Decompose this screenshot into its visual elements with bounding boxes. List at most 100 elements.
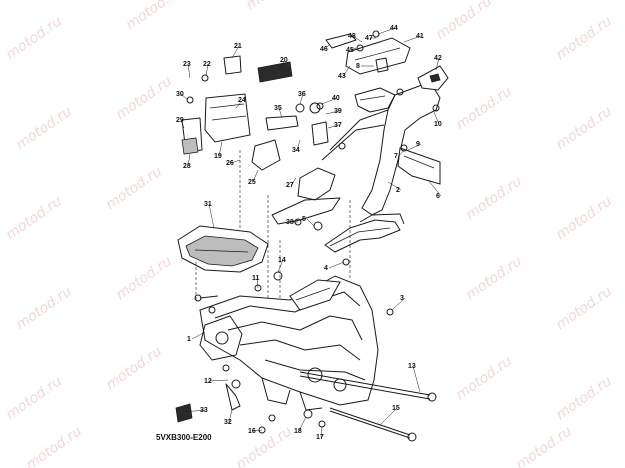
- callout-31: 31: [204, 201, 212, 208]
- watermark-text: motod.ru: [113, 253, 175, 303]
- callout-36: 36: [298, 91, 306, 98]
- callout-42: 42: [434, 55, 442, 62]
- callout-24: 24: [238, 97, 246, 104]
- rear-fender-plate[interactable]: [397, 147, 441, 185]
- callout-7: 7: [394, 153, 398, 160]
- leader-line-14: [277, 259, 284, 273]
- leader-line-15: [379, 407, 398, 426]
- callout-11: 11: [252, 275, 260, 282]
- callout-15: 15: [392, 405, 400, 412]
- watermark-text: motod.ru: [453, 353, 515, 403]
- through-bolts[interactable]: [299, 371, 437, 442]
- leader-line-9: [407, 143, 422, 151]
- main-frame[interactable]: [199, 275, 379, 411]
- callout-37: 37: [334, 122, 342, 129]
- assembly-guides: [195, 150, 351, 300]
- callout-28: 28: [183, 163, 191, 170]
- fasteners[interactable]: [175, 30, 440, 434]
- callout-17: 17: [316, 434, 324, 441]
- callout-34: 34: [292, 147, 300, 154]
- callout-39: 39: [334, 108, 342, 115]
- leader-line-41: [403, 35, 422, 43]
- callout-16: 16: [248, 428, 256, 435]
- leader-line-4: [328, 261, 345, 269]
- watermark-text: motod.ru: [3, 193, 65, 243]
- leader-line-48: [352, 35, 363, 43]
- leader-line-12: [208, 379, 229, 382]
- watermark-layer: motod.ru motod.ru motod.ru motod.ru motod.ru…: [3, 0, 615, 468]
- callout-29: 29: [176, 117, 184, 124]
- callout-13: 13: [408, 363, 416, 370]
- callout-41: 41: [416, 33, 424, 40]
- callout-22: 22: [203, 61, 211, 68]
- watermark-text: motod.ru: [463, 173, 525, 223]
- watermark-text: motod.ru: [513, 423, 575, 468]
- callout-46: 46: [320, 46, 328, 53]
- callout-14: 14: [278, 257, 286, 264]
- callout-8: 8: [356, 63, 360, 70]
- callout-21: 21: [234, 43, 242, 50]
- leader-lines: [180, 27, 442, 438]
- watermark-text: motod.ru: [123, 0, 185, 33]
- callout-33: 33: [200, 407, 208, 414]
- callout-23: 23: [183, 61, 191, 68]
- leader-line-10: [433, 111, 440, 125]
- electrical-bracket[interactable]: [181, 55, 329, 171]
- watermark-text: motod.ru: [453, 83, 515, 133]
- leader-line-7: [398, 149, 405, 157]
- watermark-text: motod.ru: [13, 283, 75, 333]
- callout-32: 32: [224, 419, 232, 426]
- watermark-text: motod.ru: [463, 253, 525, 303]
- callout-labels: 1234567891011121314151617181920212223242…: [176, 25, 442, 441]
- leader-line-18: [298, 416, 307, 432]
- leader-line-5: [306, 218, 315, 227]
- watermark-text: motod.ru: [103, 343, 165, 393]
- leader-line-16: [252, 429, 263, 432]
- callout-3: 3: [400, 295, 404, 302]
- leader-line-39: [325, 110, 340, 115]
- leader-line-13: [412, 365, 421, 393]
- watermark-text: motod.ru: [433, 0, 495, 43]
- leader-line-11: [256, 277, 259, 289]
- watermark-text: motod.ru: [553, 193, 615, 243]
- leader-line-28: [187, 153, 191, 167]
- callout-18: 18: [294, 428, 302, 435]
- callout-26: 26: [226, 160, 234, 167]
- watermark-text: motod.ru: [23, 423, 85, 468]
- callout-44: 44: [390, 25, 398, 32]
- watermark-text: motod.ru: [243, 0, 305, 13]
- leader-line-36: [299, 93, 304, 105]
- leader-line-3: [391, 297, 406, 311]
- leader-line-25: [252, 169, 259, 183]
- callout-45: 45: [346, 47, 354, 54]
- leader-line-17: [320, 426, 323, 438]
- watermark-text: motod.ru: [553, 13, 615, 63]
- leader-line-26: [230, 159, 241, 164]
- rear-subframe[interactable]: [271, 81, 441, 253]
- under-cover[interactable]: [177, 225, 269, 273]
- callout-38: 38: [286, 219, 294, 226]
- callout-19: 19: [214, 153, 222, 160]
- callout-12: 12: [204, 378, 212, 385]
- leader-line-31: [208, 203, 215, 229]
- leader-line-27: [290, 177, 297, 186]
- watermark-text: motod.ru: [103, 163, 165, 213]
- callout-2: 2: [396, 187, 400, 194]
- leader-line-46: [324, 43, 331, 50]
- callout-40: 40: [332, 95, 340, 102]
- callout-43: 43: [338, 73, 346, 80]
- leader-line-35: [278, 107, 283, 119]
- seat-bracket[interactable]: [325, 33, 449, 91]
- callout-1: 1: [187, 336, 191, 343]
- leader-line-19: [218, 141, 223, 157]
- callout-35: 35: [274, 105, 282, 112]
- callout-5: 5: [302, 216, 306, 223]
- leader-line-6: [427, 179, 442, 197]
- leader-line-43: [342, 65, 351, 77]
- leader-line-42: [435, 57, 440, 71]
- watermark-text: motod.ru: [13, 103, 75, 153]
- watermark-text: motod.ru: [553, 103, 615, 153]
- diagram-code-label: 5VXB300-E200: [156, 433, 212, 442]
- watermark-text: motod.ru: [113, 73, 175, 123]
